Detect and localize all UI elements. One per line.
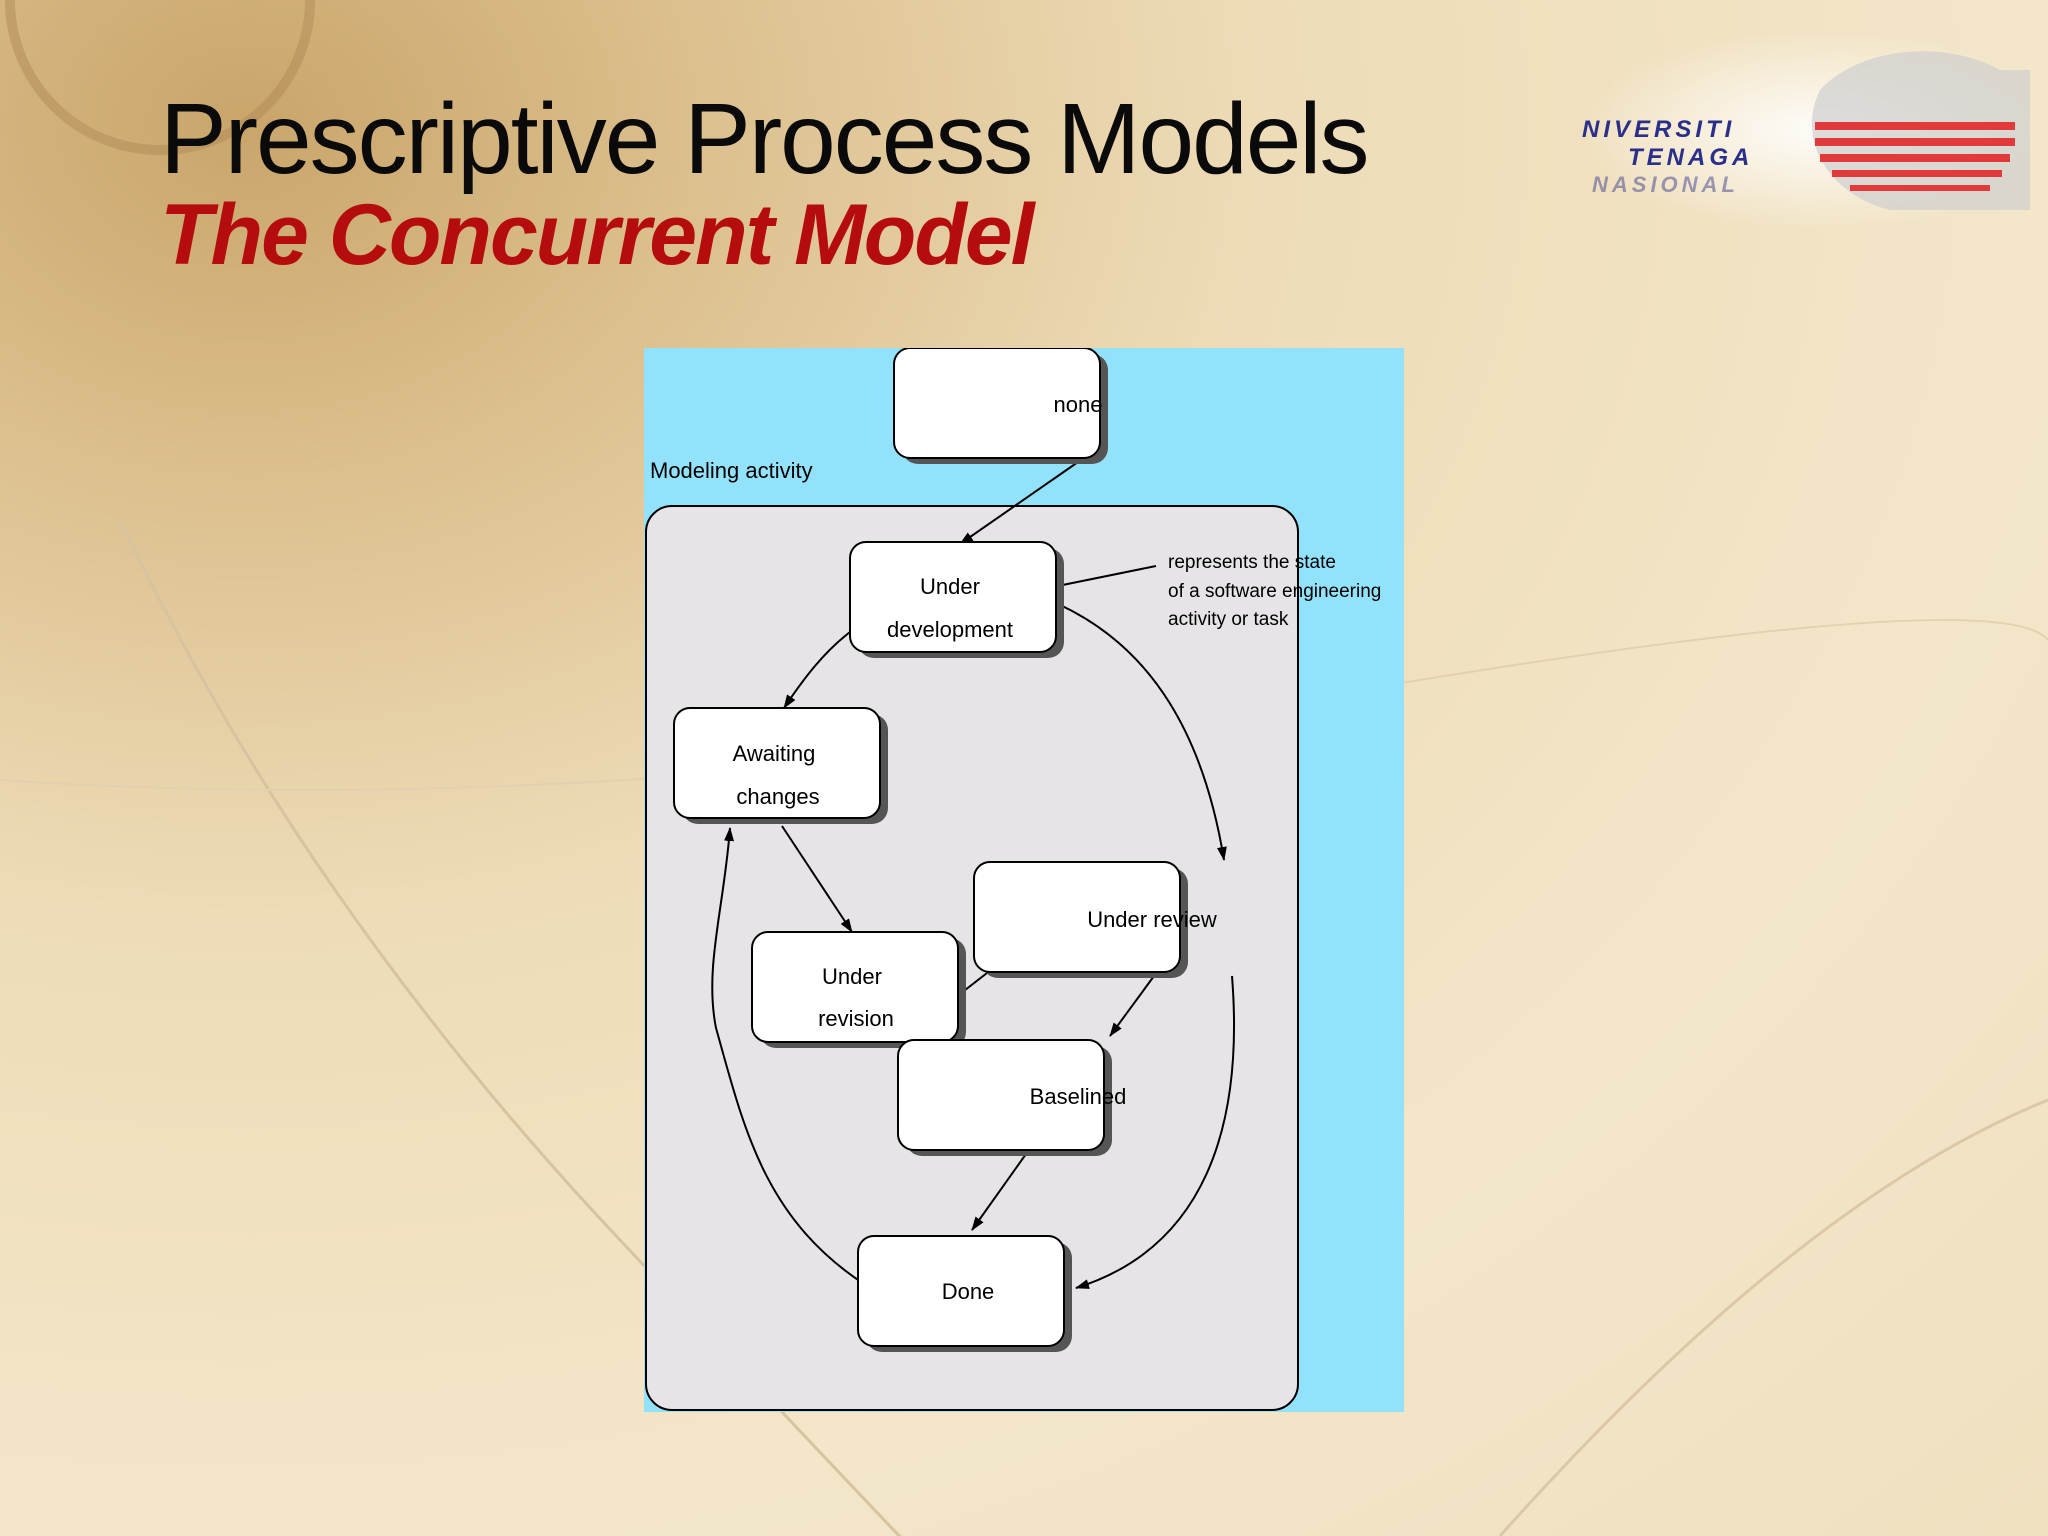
state-baselined: Baselined bbox=[897, 1039, 1127, 1156]
state-under-revision: Under revision bbox=[751, 931, 966, 1048]
logo-graphic bbox=[1580, 30, 2048, 230]
state-done: Done bbox=[857, 1235, 1072, 1352]
slide-subtitle: The Concurrent Model bbox=[160, 187, 1035, 283]
state-done-label: Done bbox=[942, 1279, 995, 1304]
state-under-development-line-1: Under bbox=[920, 574, 980, 599]
state-awaiting-changes-line-1: Awaiting bbox=[733, 741, 816, 766]
state-awaiting-changes-line-2: changes bbox=[736, 784, 819, 809]
state-under-revision-line-1: Under bbox=[822, 964, 882, 989]
university-logo: NIVERSITI TENAGA NASIONAL bbox=[1570, 30, 2048, 230]
transition-none-to-development bbox=[959, 461, 1079, 545]
transition-development-to-review bbox=[1057, 603, 1227, 861]
logo-line-2: TENAGA bbox=[1628, 144, 1754, 171]
concurrent-model-diagram: Modeling activity none Under development… bbox=[644, 348, 1404, 1412]
state-under-review: Under review bbox=[973, 861, 1217, 978]
transition-review-to-done bbox=[1075, 975, 1235, 1289]
state-under-development-line-2: development bbox=[887, 617, 1013, 642]
state-none: none bbox=[893, 348, 1108, 464]
state-under-development: Under development bbox=[849, 541, 1064, 658]
transition-development-to-awaiting bbox=[783, 631, 851, 709]
transition-baselined-to-done bbox=[971, 1153, 1027, 1231]
note-line-1: represents the state bbox=[1168, 552, 1336, 573]
container-label: Modeling activity bbox=[650, 458, 813, 483]
slide-title: Prescriptive Process Models bbox=[160, 83, 1370, 195]
note-line-3: activity or task bbox=[1168, 609, 1289, 630]
state-baselined-label: Baselined bbox=[1030, 1084, 1127, 1109]
logo-line-1: NIVERSITI bbox=[1582, 116, 1736, 143]
transition-done-to-awaiting bbox=[711, 827, 865, 1285]
logo-line-3: NASIONAL bbox=[1592, 172, 1739, 197]
state-awaiting-changes: Awaiting changes bbox=[673, 707, 888, 824]
state-under-review-label: Under review bbox=[1087, 907, 1217, 932]
transition-review-to-baselined bbox=[1109, 975, 1155, 1037]
state-none-label: none bbox=[1054, 392, 1103, 417]
state-under-revision-line-2: revision bbox=[818, 1006, 894, 1031]
transition-awaiting-to-revision bbox=[781, 825, 853, 933]
note-line-2: of a software engineering bbox=[1168, 581, 1381, 602]
